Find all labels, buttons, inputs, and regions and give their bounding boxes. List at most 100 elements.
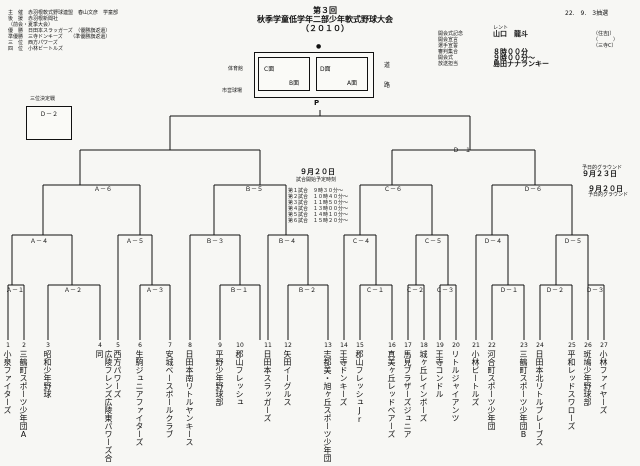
- third-place-label: 三位決定戦: [30, 96, 56, 102]
- schedule-game: 第４試合 １３時００分～: [288, 206, 349, 212]
- field-b-label: B面: [289, 80, 300, 87]
- match-label-a1: Ａ－１: [6, 287, 25, 294]
- match-label-a3: Ａ－３: [146, 287, 165, 294]
- team-name: 昭和少年野球: [43, 350, 52, 398]
- team-name: 日田本スラッガーズ: [263, 350, 272, 422]
- team-name: 郡山フレッシュ: [235, 350, 244, 406]
- schedule-game: 第３試合 １１時５０分～: [288, 200, 349, 206]
- venue-parking-mark: P: [314, 99, 320, 107]
- match-label-d5: Ｄ－５: [564, 238, 583, 245]
- match-label-c3: Ｃ－３: [436, 287, 455, 294]
- team-name: 斑鳩少年野球部: [583, 350, 592, 406]
- team-name: 西方パワーズ: [113, 350, 122, 398]
- right-note-line: 予日的グラウンド: [588, 192, 629, 198]
- match-label-b4: Ｂ－４: [278, 238, 297, 245]
- team-number: 2: [22, 342, 26, 349]
- team-number: 6: [138, 342, 142, 349]
- team-number: 1: [6, 342, 10, 349]
- team-name: 小林ファイヤーズ: [599, 350, 608, 414]
- schedule-game: 第６試合 １５時２０分～: [288, 218, 349, 224]
- venue-stadium-label: 市営球場: [222, 88, 243, 94]
- team-number: 12: [284, 342, 292, 349]
- title-line1: 第３回: [313, 6, 337, 15]
- header-line: （前会・夏季大会）: [8, 22, 54, 28]
- right-note-line: ９月２０日: [588, 185, 623, 193]
- officials-line: 選手宣誓（三寺C）: [438, 43, 617, 49]
- team-number: 23: [520, 342, 528, 349]
- header-line: 優 勝 日田本スラッガーズ （優勝旗返還）: [8, 28, 111, 34]
- schedule-date: ９月２０日: [300, 168, 335, 176]
- schedule-game: 第２試合 １０時４０分～: [288, 194, 349, 200]
- schedule-subtitle: 試合開始予定時刻: [296, 177, 337, 183]
- team-name: 馬見ブラザーズジュニア: [403, 350, 412, 438]
- team-name: 日田本南リトルヤンキース: [185, 350, 194, 446]
- schedule-game: 第１試合 ９時３０分～: [288, 188, 344, 194]
- field-a-label: A面: [347, 80, 358, 87]
- officials-line: レント: [493, 25, 509, 31]
- match-label-d4: Ｄ－４: [484, 238, 503, 245]
- match-label-b1: Ｂ－１: [230, 287, 249, 294]
- header-line: 四 位 小林ビートルズ: [8, 46, 64, 52]
- team-name: 広陵フレンズ広陵東パワーズ合同: [95, 350, 113, 462]
- right-note2: ９月２０日 予日的グラウンド: [588, 185, 629, 199]
- team-number: 27: [600, 342, 608, 349]
- field-left: C面 B面: [258, 57, 310, 91]
- team-name: 真美ヶ丘レッドベアーズ: [387, 350, 396, 438]
- officials-line: 開会宣言（ ）: [438, 37, 619, 43]
- team-number: 4: [98, 342, 102, 349]
- title-block: 第３回 秋季学童低学年二部少年軟式野球大会 （２０１０）: [215, 6, 435, 33]
- team-number: 24: [536, 342, 544, 349]
- team-number: 13: [324, 342, 332, 349]
- field-d-label: D面: [320, 66, 331, 73]
- venue-gym-label: 体育館: [228, 66, 244, 72]
- match-label-d2: Ｄ－２: [546, 287, 565, 294]
- team-number: 21: [472, 342, 480, 349]
- team-name: 志都美・旭ヶ丘スポーツ少年団: [323, 350, 332, 462]
- match-label-final: Ｄ－１: [453, 147, 472, 154]
- team-name: 矢田イーグルス: [283, 350, 292, 406]
- title-line2: 秋季学童低学年二部少年軟式野球大会: [257, 15, 393, 24]
- team-name: 小林ビートルズ: [471, 350, 480, 406]
- officials-line: 開会式記念山口 龍斗（住吉J）: [438, 30, 615, 38]
- match-label-a2: Ａ－２: [64, 287, 83, 294]
- match-label-a5: Ａ－５: [126, 238, 145, 245]
- team-number: 25: [568, 342, 576, 349]
- match-label-c4: Ｃ－４: [352, 238, 371, 245]
- team-name: 平和レッドスワローズ: [567, 350, 576, 430]
- match-label-b2: Ｂ－２: [298, 287, 317, 294]
- team-number: 26: [584, 342, 592, 349]
- team-name: 平野少年野球部: [215, 350, 224, 406]
- schedule-game: 第５試合 １４時１０分～: [288, 212, 349, 218]
- team-name: 城ヶ丘レインボーズ: [419, 350, 428, 422]
- team-number: 14: [340, 342, 348, 349]
- team-number: 11: [264, 342, 272, 349]
- team-name: 三鶴町スポーツ少年団A: [19, 350, 28, 439]
- venue-road-label1: 道: [384, 62, 391, 69]
- team-name: リトルジャイアンツ: [451, 350, 460, 422]
- officials-line: 放送担当島田ナナランキー: [438, 60, 549, 68]
- team-number: 22: [488, 342, 496, 349]
- field-right: D面 A面: [316, 57, 368, 91]
- team-name: 安城ベースボールクラブ: [165, 350, 174, 438]
- match-label-d3: Ｄ－３: [586, 287, 605, 294]
- team-name: 日田本北リトルブレーブス: [535, 350, 544, 446]
- team-number: 19: [436, 342, 444, 349]
- title-line3: （２０１０）: [301, 24, 349, 33]
- team-number: 9: [218, 342, 222, 349]
- schedule-list: 第１試合 ９時３０分～ 第２試合 １０時４０分～ 第３試合 １１時５０分～ 第４…: [288, 188, 348, 224]
- third-place-box: Ｄ－２: [26, 106, 72, 140]
- right-note-line: 予日的グラウンド: [582, 165, 623, 171]
- team-name: 河合町スポーツ少年団: [487, 350, 496, 430]
- match-label-c5: Ｃ－５: [424, 238, 443, 245]
- team-name: 王寺ドンキーズ: [339, 350, 348, 406]
- venue-road-label2: 路: [384, 82, 391, 89]
- team-number: 10: [236, 342, 244, 349]
- team-number: 18: [420, 342, 428, 349]
- match-label-b3: Ｂ－３: [206, 238, 225, 245]
- team-number: 5: [116, 342, 120, 349]
- match-label-d1: Ｄ－１: [500, 287, 519, 294]
- team-number: 3: [46, 342, 50, 349]
- match-label-a4: Ａ－４: [30, 238, 49, 245]
